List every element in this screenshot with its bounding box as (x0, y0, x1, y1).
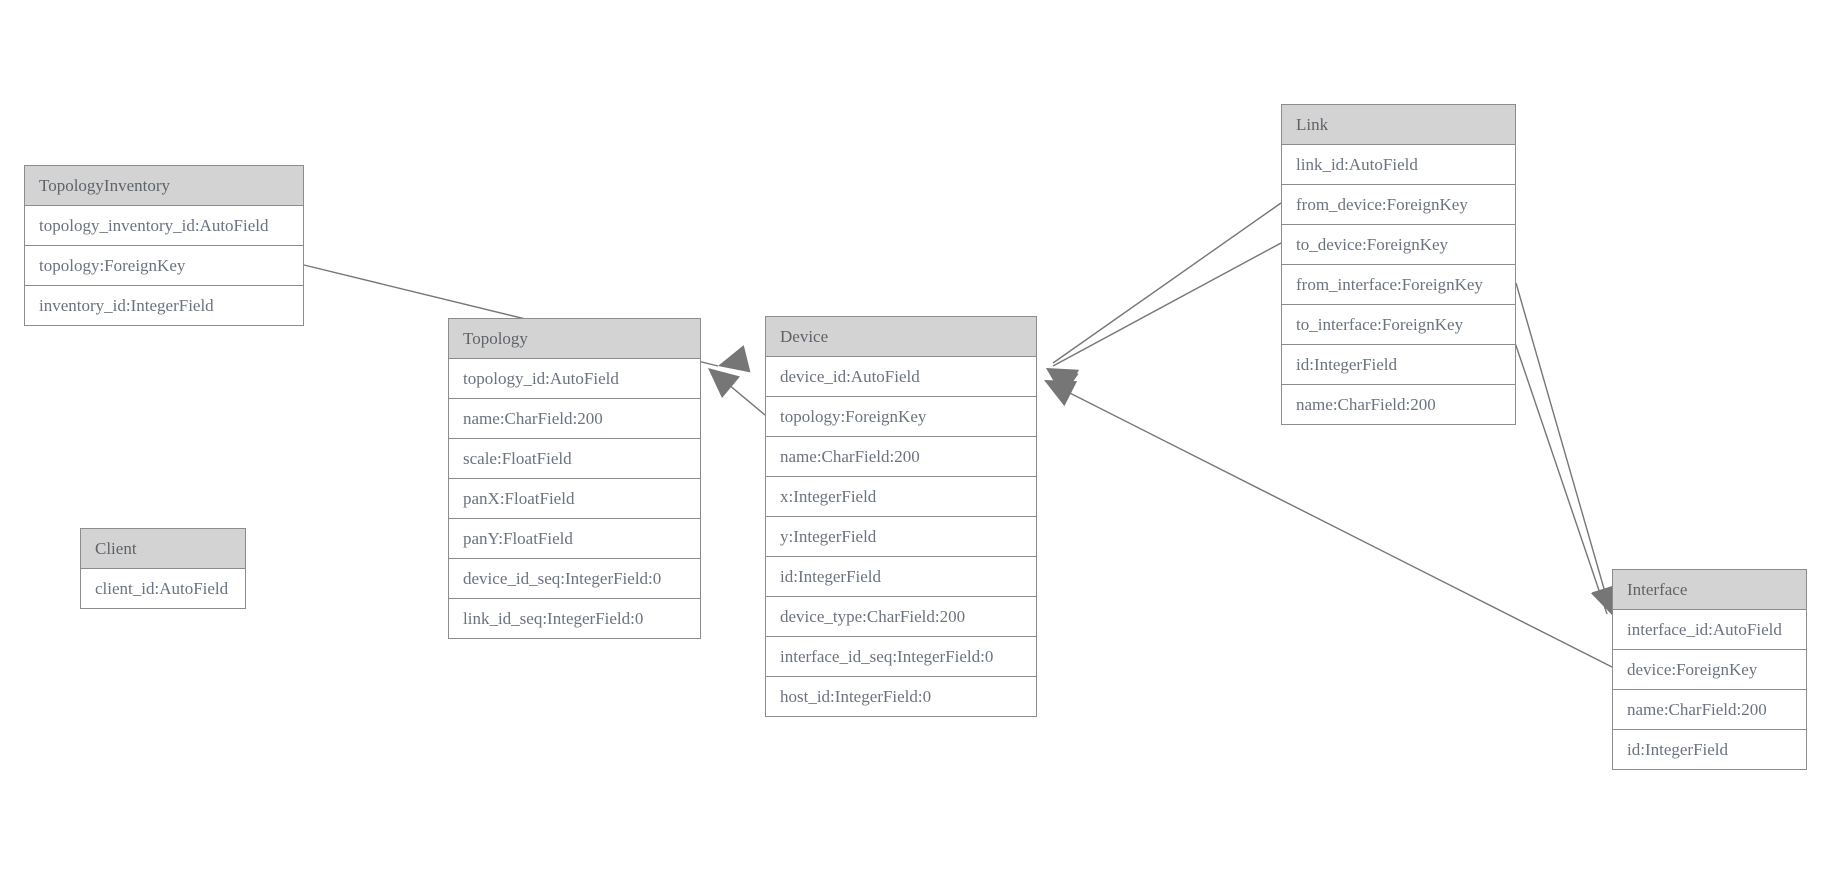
relationship-arrowhead (708, 368, 740, 399)
entity-title-link: Link (1282, 105, 1515, 145)
entity-field: y:IntegerField (766, 517, 1036, 557)
entity-field: name:CharField:200 (766, 437, 1036, 477)
relationship-line (1051, 383, 1613, 668)
relationship-link-from-device-to-device (1046, 202, 1282, 397)
relationship-link-to-device-to-device (1046, 242, 1282, 395)
entity-field: client_id:AutoField (81, 569, 245, 608)
entity-title-client: Client (81, 529, 245, 569)
entity-field: inventory_id:IntegerField (25, 286, 303, 325)
entity-field: from_interface:ForeignKey (1282, 265, 1515, 305)
entity-field: device_id_seq:IntegerField:0 (449, 559, 700, 599)
entity-title-interface: Interface (1613, 570, 1806, 610)
entity-field: device_id:AutoField (766, 357, 1036, 397)
relationship-line (1052, 242, 1282, 367)
relationship-arrowhead (1044, 380, 1078, 407)
entity-field: x:IntegerField (766, 477, 1036, 517)
entity-field: to_device:ForeignKey (1282, 225, 1515, 265)
relationship-arrowhead (1046, 368, 1080, 395)
entity-field: id:IntegerField (1613, 730, 1806, 769)
entity-title-device: Device (766, 317, 1036, 357)
entity-field: topology_id:AutoField (449, 359, 700, 399)
entity-field: interface_id:AutoField (1613, 610, 1806, 650)
entity-field: panY:FloatField (449, 519, 700, 559)
entity-title-topology: Topology (449, 319, 700, 359)
relationship-arrowhead (1046, 368, 1079, 397)
entity-field: topology_inventory_id:AutoField (25, 206, 303, 246)
entity-field: to_interface:ForeignKey (1282, 305, 1515, 345)
entity-field: link_id_seq:IntegerField:0 (449, 599, 700, 638)
relationship-line (1052, 202, 1282, 364)
entity-field: from_device:ForeignKey (1282, 185, 1515, 225)
entity-field: name:CharField:200 (449, 399, 700, 439)
entity-field: name:CharField:200 (1282, 385, 1515, 424)
relationship-device-to-topology (708, 368, 766, 416)
entity-title-topology-inventory: TopologyInventory (25, 166, 303, 206)
relationship-line (1515, 282, 1612, 614)
entity-field: panX:FloatField (449, 479, 700, 519)
entity-field: id:IntegerField (1282, 345, 1515, 385)
entity-field: interface_id_seq:IntegerField:0 (766, 637, 1036, 677)
relationship-link-from-interface-to-interface (1515, 282, 1619, 617)
entity-field: scale:FloatField (449, 439, 700, 479)
relationship-arrowhead (718, 345, 751, 373)
entity-field: device_type:CharField:200 (766, 597, 1036, 637)
relationship-line (1507, 321, 1608, 615)
entity-field: name:CharField:200 (1613, 690, 1806, 730)
entity-field: host_id:IntegerField:0 (766, 677, 1036, 716)
entity-field: link_id:AutoField (1282, 145, 1515, 185)
entity-field: topology:ForeignKey (766, 397, 1036, 437)
relationship-line (715, 373, 766, 416)
entity-field: device:ForeignKey (1613, 650, 1806, 690)
entity-field: topology:ForeignKey (25, 246, 303, 286)
relationship-link-to-interface-to-interface (1507, 321, 1618, 617)
entity-field: id:IntegerField (766, 557, 1036, 597)
